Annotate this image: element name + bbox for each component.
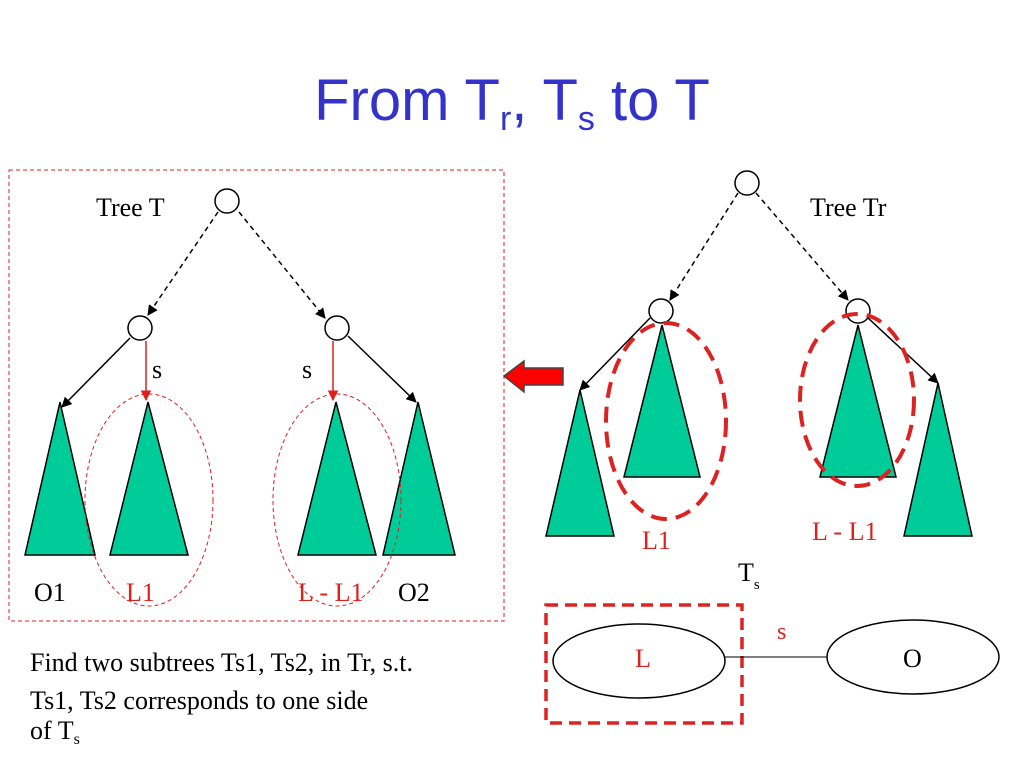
tree-t-s-label-left: s [152,355,162,384]
tree-t-s-label-right: s [302,355,312,384]
transform-arrow-icon [502,359,564,394]
tree-t-edge-to-o2 [347,335,417,403]
ts-node-o [826,619,1000,695]
subtree-l1-triangle [109,401,189,556]
ts-edge-label: s [777,619,786,645]
ts-node-l [552,623,726,699]
label-l1: L1 [126,578,155,607]
tree-tr-label-l-minus-l1: L - L1 [812,517,877,546]
tree-tr-l-minus-l1-triangle [819,324,897,478]
caption-line-1: Find two subtrees Ts1, Ts2, in Tr, s.t. [30,648,413,677]
label-o1: O1 [34,578,66,607]
caption-line-2: Ts1, Ts2 corresponds to one side [30,686,369,715]
ts-label: Ts [738,558,760,593]
highlight-l-minus-l1-ellipse [272,393,402,607]
caption: Find two subtrees Ts1, Ts2, in Tr, s.t. … [30,644,550,759]
ts-node-o-label: O [903,644,922,673]
subtree-l-minus-l1-triangle [297,401,377,556]
tree-tr-l-minus-l1-ellipse [798,312,916,488]
label-l-minus-l1: L - L1 [298,578,363,607]
ts-node-l-label: L [635,644,651,673]
tree-tr-label-l1: L1 [642,526,671,555]
tree-tr-l1-ellipse [604,321,728,521]
ts-l-side-frame [544,603,744,725]
tree-t-frame [8,169,505,622]
subtree-o2-triangle [382,401,456,556]
slide-title: From Tr, Ts to T [314,68,710,138]
tree-tr-edge-left-out [579,317,651,391]
tree-tr-edge-root-right [755,192,849,301]
tree-t-edge-root-left [147,211,219,316]
tree-tr-right-outer-triangle [903,382,973,537]
tree-t-edge-root-right [238,211,326,319]
tree-t-right-node [324,315,350,341]
tree-t-edge-to-o1 [61,337,131,408]
tree-tr-label: Tree Tr [810,193,887,222]
tree-t-label: Tree T [96,193,165,222]
tree-tr-edge-root-left [669,192,739,301]
tree-tr-left-node [648,298,674,324]
tree-tr-left-outer-triangle [545,389,615,537]
tree-t-root-node [214,188,240,214]
caption-line-3: of Ts [30,716,80,748]
subtree-o1-triangle [24,401,96,556]
tree-tr-right-node [845,298,871,324]
label-o2: O2 [398,578,430,607]
tree-t-left-node [127,315,153,341]
tree-tr-root-node [734,170,760,196]
highlight-l1-ellipse [84,393,214,607]
tree-tr-l1-triangle [623,324,701,478]
